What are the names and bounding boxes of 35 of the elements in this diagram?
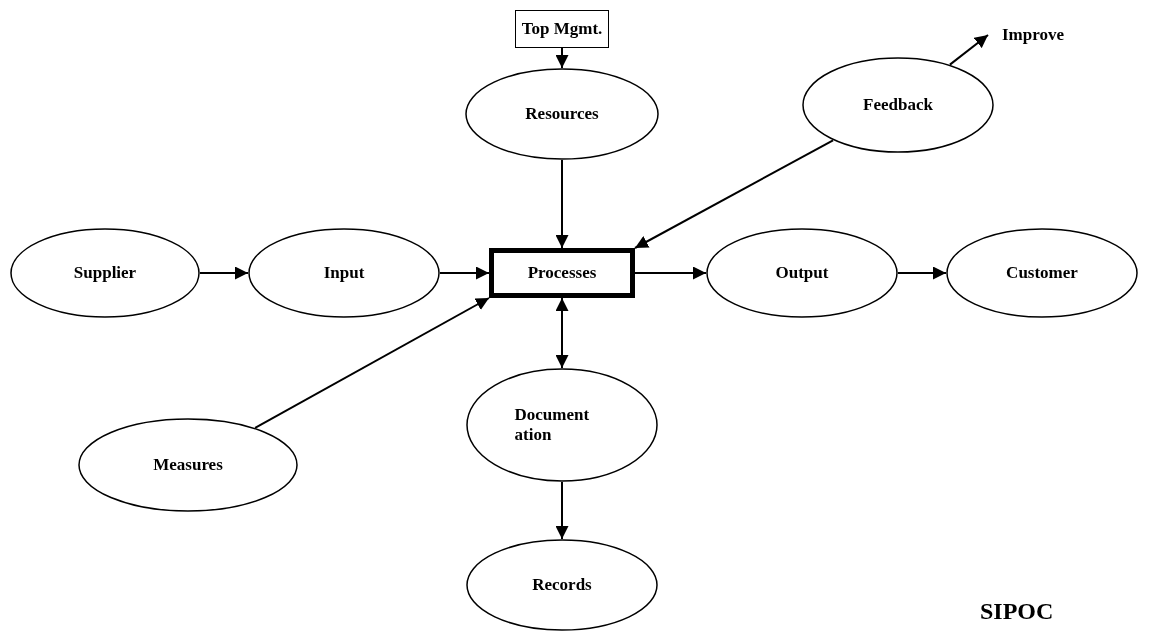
process-ellipse <box>946 228 1138 318</box>
node-label: Output <box>775 263 829 283</box>
arrow <box>555 159 569 249</box>
process-box <box>489 248 635 298</box>
process-ellipse <box>248 228 440 318</box>
process-ellipse <box>706 228 898 318</box>
node-label: Customer <box>1006 263 1078 283</box>
arrow <box>555 297 569 369</box>
process-ellipse <box>78 418 298 512</box>
arrow <box>555 481 569 540</box>
arrow <box>199 266 249 280</box>
process-ellipse <box>802 57 994 153</box>
node-label: Resources <box>525 104 599 124</box>
node-label: Top Mgmt. <box>521 19 603 39</box>
process-ellipse <box>10 228 200 318</box>
node-label: Improve <box>988 23 1078 47</box>
diagram-label: SIPOC <box>980 598 1054 625</box>
node-label: Supplier <box>73 263 137 283</box>
node-label: Records <box>532 575 592 595</box>
process-box <box>515 10 609 48</box>
process-ellipse <box>465 68 659 160</box>
arrow <box>555 47 569 69</box>
arrow <box>254 297 490 429</box>
arrow <box>948 34 989 66</box>
arrow <box>439 266 490 280</box>
node-label: Measures <box>153 455 223 475</box>
arrow <box>634 139 834 249</box>
process-ellipse <box>466 368 658 482</box>
node-label: Document ation <box>514 405 591 445</box>
process-ellipse <box>466 539 658 631</box>
node-label: Feedback <box>863 95 933 115</box>
node-label: Input <box>323 263 365 283</box>
arrow <box>897 266 947 280</box>
arrow <box>634 266 707 280</box>
node-label: Processes <box>527 263 597 283</box>
